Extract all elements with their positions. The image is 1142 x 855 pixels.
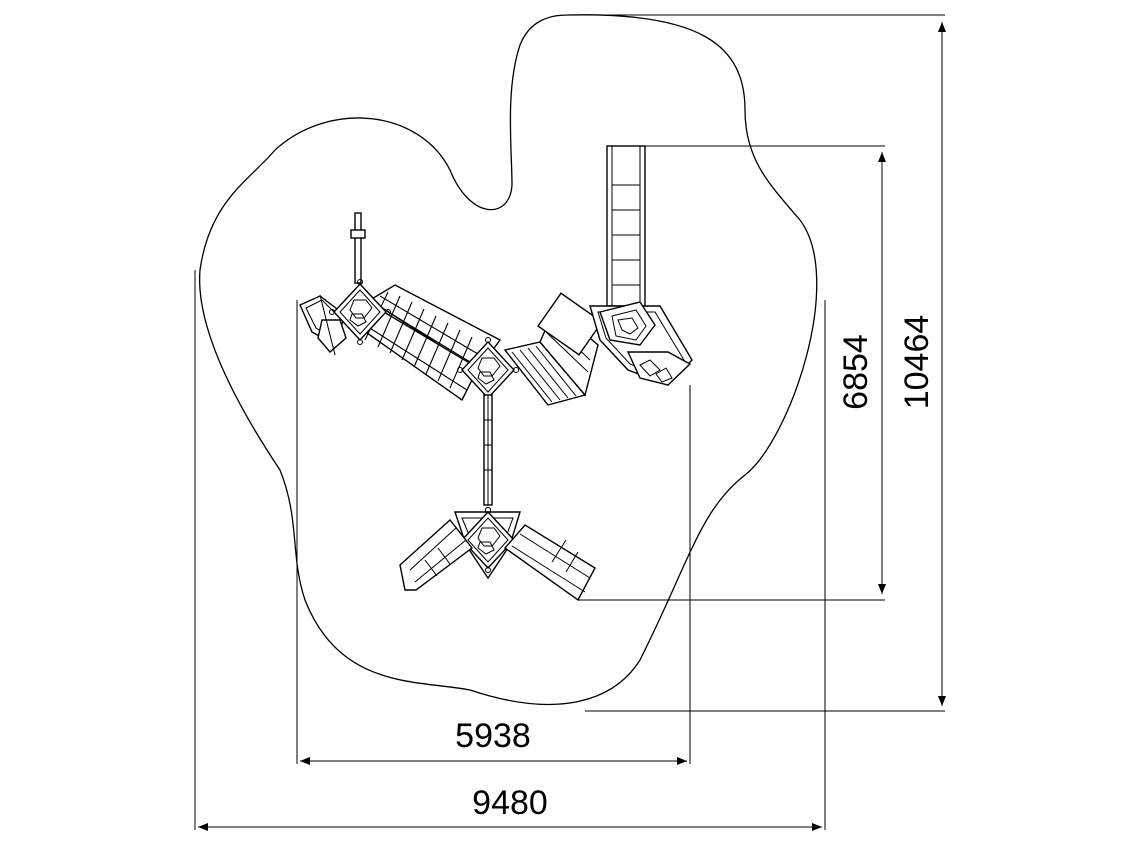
vertical-ladder [606,145,646,307]
play-equipment [299,145,693,602]
slide-left [399,518,473,591]
slide-right [503,524,596,602]
net-bridge [359,284,502,402]
inner-width-label: 5938 [455,717,531,755]
right-tower [589,301,693,386]
left-pole [350,212,366,284]
extension-lines [194,14,945,830]
step-bridge [503,292,603,406]
inner-height-label: 6854 [837,334,875,410]
left-panel-cluster [299,294,347,356]
outer-width-label: 9480 [472,784,548,822]
outer-height-label: 10464 [898,315,936,410]
safety-zone-outline [199,14,818,706]
vertical-connector [483,394,493,506]
